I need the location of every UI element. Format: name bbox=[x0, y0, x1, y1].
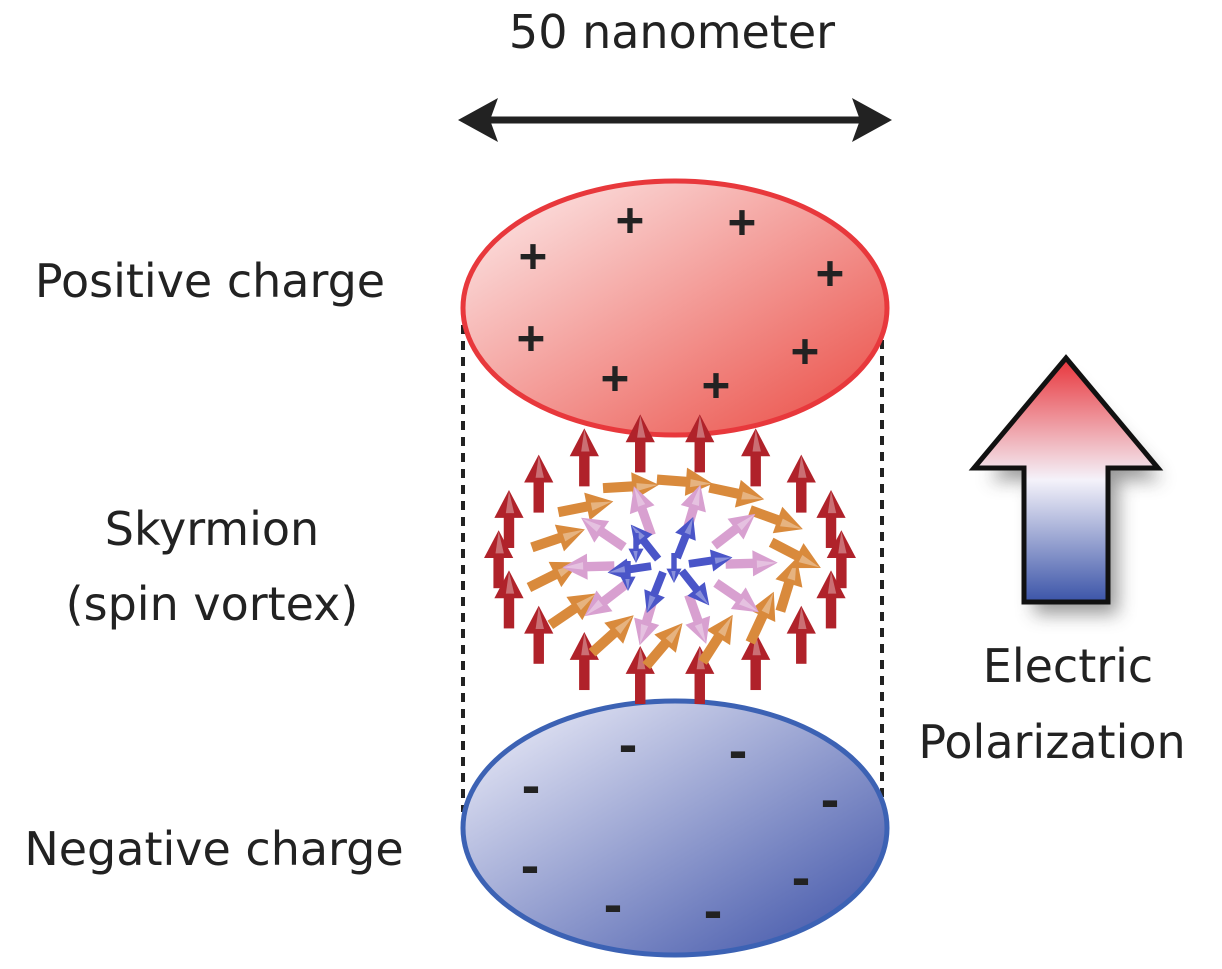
spin-arrow bbox=[725, 550, 778, 577]
spin-arrow bbox=[607, 558, 652, 581]
spin-arrow bbox=[748, 505, 803, 534]
spin-arrow bbox=[685, 414, 715, 473]
spin-arrow bbox=[642, 623, 683, 670]
spin-arrow bbox=[547, 593, 597, 630]
spin-arrow bbox=[786, 454, 816, 513]
positive-sign: + bbox=[616, 192, 644, 246]
spin-arrow-core bbox=[628, 533, 644, 563]
positive-sign: + bbox=[728, 194, 756, 248]
spin-arrow bbox=[494, 489, 524, 548]
spin-arrow bbox=[673, 517, 696, 560]
spin-arrow-core bbox=[620, 561, 636, 591]
spin-arrow bbox=[741, 632, 771, 691]
polarization-label-line2: Polarization bbox=[918, 715, 1185, 769]
spin-arrow bbox=[708, 479, 765, 508]
spin-arrow bbox=[557, 492, 614, 521]
spin-arrow bbox=[530, 524, 585, 553]
negative-sign: - bbox=[724, 725, 752, 779]
spin-arrow bbox=[644, 570, 667, 613]
spin-arrow bbox=[581, 517, 627, 551]
skyrmion-sublabel: (spin vortex) bbox=[66, 577, 359, 631]
spin-arrow bbox=[713, 579, 759, 613]
spin-arrow bbox=[684, 593, 711, 644]
spin-arrow bbox=[629, 486, 656, 537]
positive-sign: + bbox=[517, 310, 545, 364]
negative-sign: - bbox=[816, 774, 844, 828]
spin-arrow bbox=[786, 605, 816, 664]
negative-sign: - bbox=[517, 760, 545, 814]
negative-charge-disk bbox=[460, 698, 890, 958]
negative-sign: - bbox=[516, 840, 544, 894]
negative-sign: - bbox=[614, 719, 642, 773]
spin-arrow-core bbox=[666, 553, 682, 583]
spin-arrow bbox=[816, 570, 846, 629]
spin-arrow bbox=[711, 513, 756, 550]
skyrmion-label: Skyrmion bbox=[105, 502, 319, 556]
spin-arrow bbox=[656, 467, 713, 496]
spin-arrow bbox=[768, 537, 821, 569]
spin-arrow bbox=[698, 614, 733, 665]
spin-arrow bbox=[584, 580, 629, 617]
spin-arrow bbox=[526, 561, 580, 592]
polarization-arrow bbox=[968, 354, 1164, 614]
negative-charge-label: Negative charge bbox=[24, 822, 403, 876]
spin-arrow bbox=[588, 615, 634, 657]
negative-signs: -------- bbox=[516, 719, 844, 939]
negative-sign: - bbox=[599, 879, 627, 933]
positive-sign: + bbox=[519, 228, 547, 282]
spin-arrow bbox=[816, 489, 846, 548]
skyrmion-spin-field bbox=[484, 414, 856, 705]
polarization-label-line1: Electric bbox=[983, 639, 1153, 693]
spin-arrow bbox=[625, 414, 655, 473]
positive-sign: + bbox=[816, 245, 844, 299]
spin-arrow bbox=[826, 530, 856, 589]
spin-arrow bbox=[524, 605, 554, 664]
spin-arrow bbox=[484, 530, 514, 589]
spin-arrow bbox=[569, 428, 599, 487]
spin-arrow bbox=[745, 591, 776, 645]
negative-sign: - bbox=[699, 885, 727, 939]
spin-arrow bbox=[602, 472, 659, 501]
positive-signs: + + + + + + + + bbox=[517, 192, 844, 411]
positive-sign: + bbox=[702, 357, 730, 411]
scale-label: 50 nanometer bbox=[509, 5, 835, 59]
spin-arrow bbox=[741, 428, 771, 487]
spin-arrow bbox=[678, 568, 710, 606]
spin-arrow bbox=[494, 570, 524, 629]
spin-arrow bbox=[562, 553, 615, 580]
spin-arrow bbox=[688, 549, 733, 572]
scale-double-arrow bbox=[458, 98, 892, 142]
spin-arrow bbox=[569, 632, 599, 691]
negative-sign: - bbox=[787, 852, 815, 906]
positive-charge-disk bbox=[460, 178, 890, 438]
spin-arrow bbox=[524, 454, 554, 513]
positive-charge-label: Positive charge bbox=[35, 254, 385, 308]
positive-sign: + bbox=[601, 350, 629, 404]
positive-sign: + bbox=[791, 323, 819, 377]
